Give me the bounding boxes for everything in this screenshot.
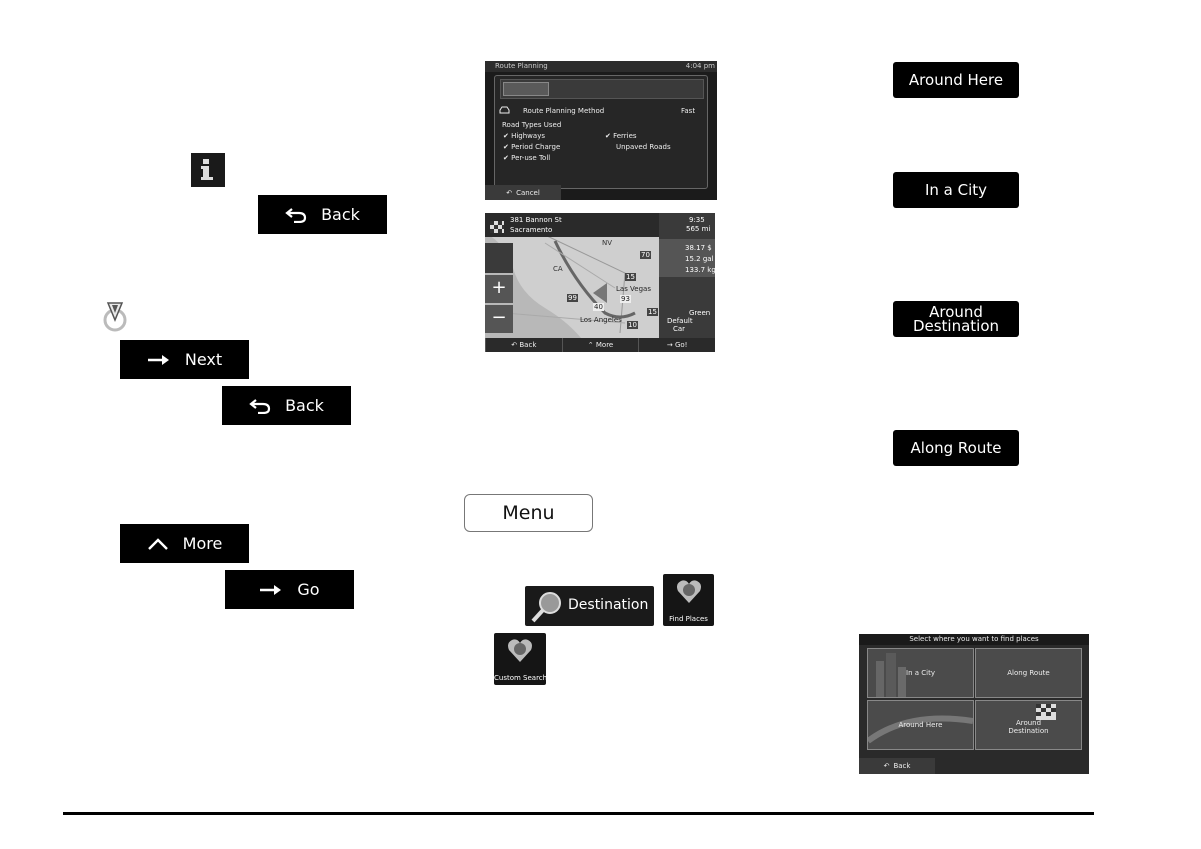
- destination-button[interactable]: Destination: [525, 586, 654, 626]
- option-around-destination: Around Destination: [975, 700, 1082, 750]
- route-planning-screenshot: Route Planning 4:04 pm Route Planning Me…: [485, 61, 717, 200]
- trip-time: 9:35: [689, 216, 705, 224]
- option-in-a-city: In a City: [867, 648, 974, 698]
- cancel-button: ↶Cancel: [485, 185, 561, 200]
- trip-cost: 38.17 $: [685, 244, 712, 252]
- highway-shield: 40: [593, 303, 604, 311]
- find-places-screenshot: Select where you want to find places In …: [859, 634, 1089, 774]
- destination-flag-icon: [490, 218, 504, 237]
- trip-fuel: 15.2 gal: [685, 255, 714, 263]
- method-label: Route Planning Method: [523, 107, 605, 115]
- arrow-right-icon: [147, 354, 171, 366]
- highway-shield: 99: [567, 294, 578, 302]
- map-label-las-vegas: Las Vegas: [616, 285, 651, 293]
- highway-shield: 10: [627, 321, 638, 329]
- option-along-route: Along Route: [975, 648, 1082, 698]
- highway-shield: 15: [647, 308, 658, 316]
- map-more-button: ⌃ More: [561, 338, 639, 352]
- highway-shield: 70: [640, 251, 651, 259]
- in-a-city-label: In a City: [924, 181, 988, 199]
- car-icon: [499, 106, 510, 116]
- info-icon: [191, 153, 225, 187]
- map-view-toggle: [485, 243, 513, 273]
- map-label-los-angeles: Los Angeles: [580, 316, 622, 324]
- road-types-label: Road Types Used: [502, 121, 562, 129]
- vehicle-line-1: Default: [667, 317, 693, 325]
- road-type-highways: ✔ Highways: [503, 132, 545, 140]
- around-here-label: Around Here: [908, 71, 1004, 89]
- route-planning-title: Route Planning: [495, 62, 548, 70]
- heart-globe-icon: [675, 579, 703, 609]
- find-places-back: ↶Back: [859, 758, 935, 774]
- more-button-label: More: [182, 534, 223, 553]
- in-a-city-button[interactable]: In a City: [893, 172, 1019, 208]
- chevron-up-icon: [147, 537, 169, 551]
- route-mode: Green: [689, 309, 711, 317]
- road-type-period-charge: ✔ Period Charge: [503, 143, 561, 151]
- find-places-button[interactable]: Find Places: [663, 574, 714, 626]
- next-button[interactable]: Next: [120, 340, 249, 379]
- heart-globe-icon: [506, 638, 534, 668]
- trip-co2: 133.7 kg: [685, 266, 715, 274]
- find-places-label: Find Places: [669, 615, 708, 623]
- back-button[interactable]: Back: [258, 195, 387, 234]
- more-button[interactable]: More: [120, 524, 249, 563]
- custom-search-button[interactable]: Custom Search: [494, 633, 548, 685]
- go-button-label: Go: [297, 580, 320, 599]
- around-destination-button[interactable]: Around Destination: [893, 301, 1019, 337]
- highway-shield: 15: [625, 273, 636, 281]
- trip-costs: 38.17 $ 15.2 gal 133.7 kg: [659, 239, 715, 277]
- back-button-2[interactable]: Back: [222, 386, 351, 425]
- magnifier-icon: [530, 590, 564, 628]
- back-button-label: Back: [285, 396, 324, 415]
- next-button-label: Next: [184, 350, 223, 369]
- highway-shield: 93: [620, 295, 631, 303]
- back-arrow-icon: [285, 207, 307, 223]
- around-destination-label-2: Destination: [912, 317, 1000, 335]
- zoom-out-icon: −: [485, 305, 513, 333]
- route-planning-time: 4:04 pm: [685, 62, 715, 70]
- map-screenshot: 381 Bannon St Sacramento NV CA Las Vegas…: [485, 213, 715, 352]
- find-places-header-text: Select where you want to find places: [909, 635, 1039, 643]
- footer-rule: [63, 812, 1094, 815]
- map-go-button: → Go!: [638, 338, 715, 352]
- trip-distance: 565 mi: [686, 225, 711, 233]
- option-around-here: Around Here: [867, 700, 974, 750]
- position-marker-icon: [100, 300, 130, 332]
- map-bottom-bar: ↶ Back ⌃ More → Go!: [485, 338, 715, 352]
- route-planning-field: [500, 79, 704, 99]
- road-type-ferries: ✔ Ferries: [605, 132, 637, 140]
- back-button-label: Back: [321, 205, 360, 224]
- vehicle-line-2: Car: [673, 325, 686, 333]
- road-type-unpaved: Unpaved Roads: [616, 143, 671, 151]
- along-route-label: Along Route: [910, 439, 1002, 457]
- find-places-header: Select where you want to find places: [859, 634, 1089, 645]
- route-planning-header: Route Planning 4:04 pm: [485, 61, 717, 72]
- address-bar: 381 Bannon St Sacramento: [485, 213, 659, 237]
- destination-label: Destination: [568, 597, 649, 613]
- around-destination-label-1: Around: [929, 303, 983, 321]
- menu-button[interactable]: Menu: [464, 494, 593, 532]
- arrow-right-icon: [259, 584, 283, 596]
- trip-info-panel: 9:35 565 mi 38.17 $ 15.2 gal 133.7 kg Gr…: [659, 213, 715, 338]
- address-line-1: 381 Bannon St: [510, 216, 562, 224]
- map-label-nv: NV: [602, 239, 613, 247]
- route-planning-panel: Route Planning Method Fast Road Types Us…: [494, 75, 708, 189]
- road-type-per-use-toll: ✔ Per-use Toll: [503, 154, 551, 162]
- custom-search-label: Custom Search: [494, 674, 548, 682]
- map-back-button: ↶ Back: [485, 338, 562, 352]
- method-value: Fast: [681, 107, 696, 115]
- menu-button-label: Menu: [502, 502, 555, 524]
- around-here-button[interactable]: Around Here: [893, 62, 1019, 98]
- map-label-ca: CA: [553, 265, 563, 273]
- go-button[interactable]: Go: [225, 570, 354, 609]
- address-line-2: Sacramento: [510, 226, 553, 234]
- along-route-button[interactable]: Along Route: [893, 430, 1019, 466]
- back-arrow-icon: [249, 398, 271, 414]
- zoom-in-icon: +: [485, 275, 513, 303]
